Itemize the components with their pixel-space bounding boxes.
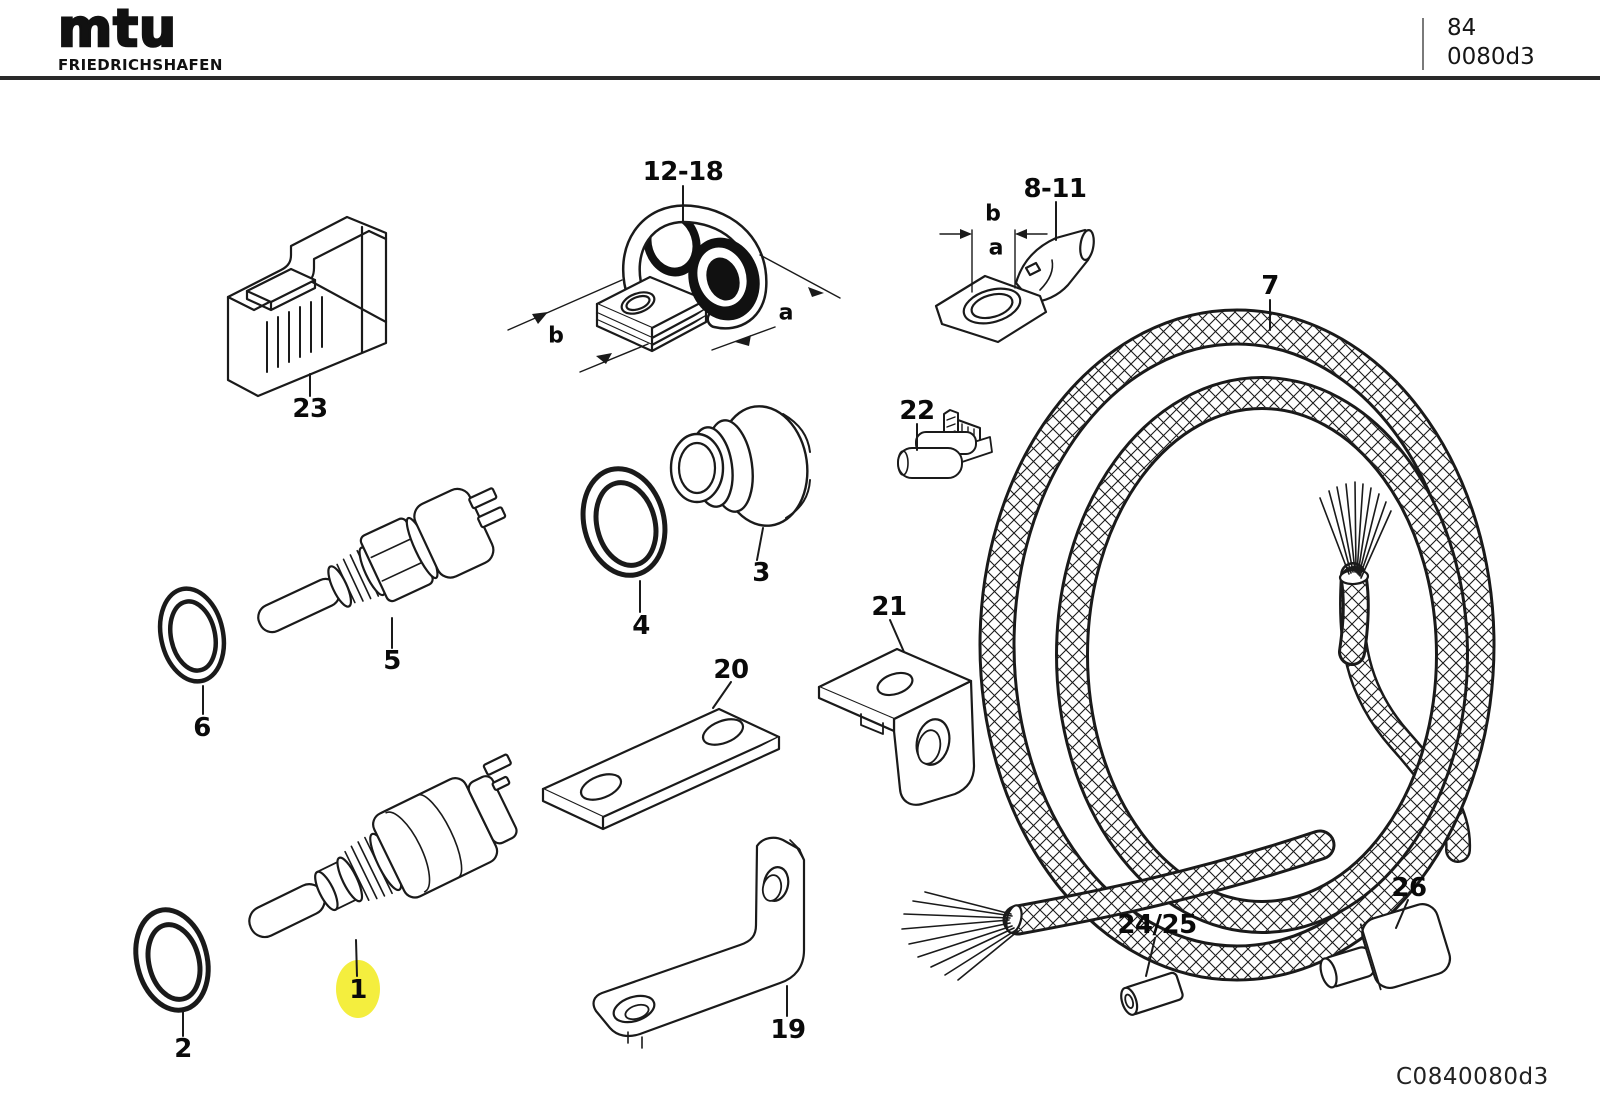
header-divider-line: [1422, 18, 1424, 70]
cable-frayed-end-bottom: [901, 891, 1019, 981]
callout-part-24-25[interactable]: 24/25: [1117, 910, 1197, 940]
part-26-drawing: [1319, 899, 1452, 991]
part-22-drawing: [897, 409, 993, 479]
callout-part-8-11[interactable]: 8-11: [1023, 174, 1087, 204]
part-3-leader: [756, 527, 764, 561]
part-20-drawing: [541, 681, 781, 831]
mtu-logo: mtu FRIEDRICHSHAFEN: [57, 0, 223, 74]
callout-part-7[interactable]: 7: [1261, 271, 1279, 301]
cable-frayed-end-centre: [1319, 481, 1392, 579]
callout-part-6[interactable]: 6: [193, 713, 211, 743]
part-19-drawing: [592, 836, 806, 1049]
callout-part-19[interactable]: 19: [770, 1015, 806, 1045]
callout-part-23[interactable]: 23: [292, 394, 328, 424]
part-6-drawing: [157, 586, 227, 715]
part-23-drawing: [226, 215, 388, 398]
callout-part-2[interactable]: 2: [174, 1034, 192, 1064]
mtu-logo-wordmark: mtu: [57, 0, 178, 59]
callout-part-20[interactable]: 20: [713, 655, 749, 685]
part-8-11-drawing: [934, 201, 1095, 344]
drawing-code: C0840080d3: [1396, 1064, 1549, 1090]
part-21-drawing: [817, 619, 976, 806]
part-24-25-leader: [1145, 937, 1156, 977]
part-3-drawing: [669, 405, 811, 561]
mtu-logo-subtitle: FRIEDRICHSHAFEN: [58, 55, 223, 74]
lug-dimension-marks: [939, 229, 1048, 293]
page-info: 84 0080d3: [1447, 14, 1535, 72]
callout-part-26[interactable]: 26: [1391, 873, 1427, 903]
callout-part-3[interactable]: 3: [752, 558, 770, 588]
part-2-drawing: [133, 907, 211, 1037]
callout-part-5[interactable]: 5: [383, 646, 401, 676]
clamp-dimension-marks: [507, 254, 841, 373]
part-26-leader: [1395, 899, 1409, 929]
clamp-dim-a-label: a: [778, 300, 794, 326]
part-7-cable-drawing: [901, 299, 1496, 982]
clamp-dim-b-label: b: [548, 323, 564, 349]
part-1-drawing: [248, 753, 518, 1018]
part-1-leader: [355, 939, 358, 977]
callout-part-1[interactable]: 1: [349, 975, 367, 1005]
sheet-code: 0080d3: [1447, 44, 1535, 70]
part-1-highlight: [336, 960, 380, 1018]
part-23-ridges: [266, 296, 323, 373]
callout-part-22[interactable]: 22: [899, 396, 935, 426]
part-12-18-drawing: [507, 185, 841, 373]
callout-part-4[interactable]: 4: [632, 611, 650, 641]
lug-dim-b-label: b: [985, 201, 1001, 227]
callout-part-12-18[interactable]: 12-18: [642, 157, 724, 187]
part-5-drawing: [257, 487, 507, 649]
header-rule: [0, 76, 1600, 80]
page-number: 84: [1447, 15, 1477, 41]
part-24-25-drawing: [1120, 937, 1184, 1016]
part-20-leader: [712, 681, 732, 709]
lug-dim-a-label: a: [988, 235, 1004, 261]
part-21-leader: [889, 619, 905, 653]
part-4-drawing: [580, 466, 668, 613]
callout-part-21[interactable]: 21: [871, 592, 907, 622]
